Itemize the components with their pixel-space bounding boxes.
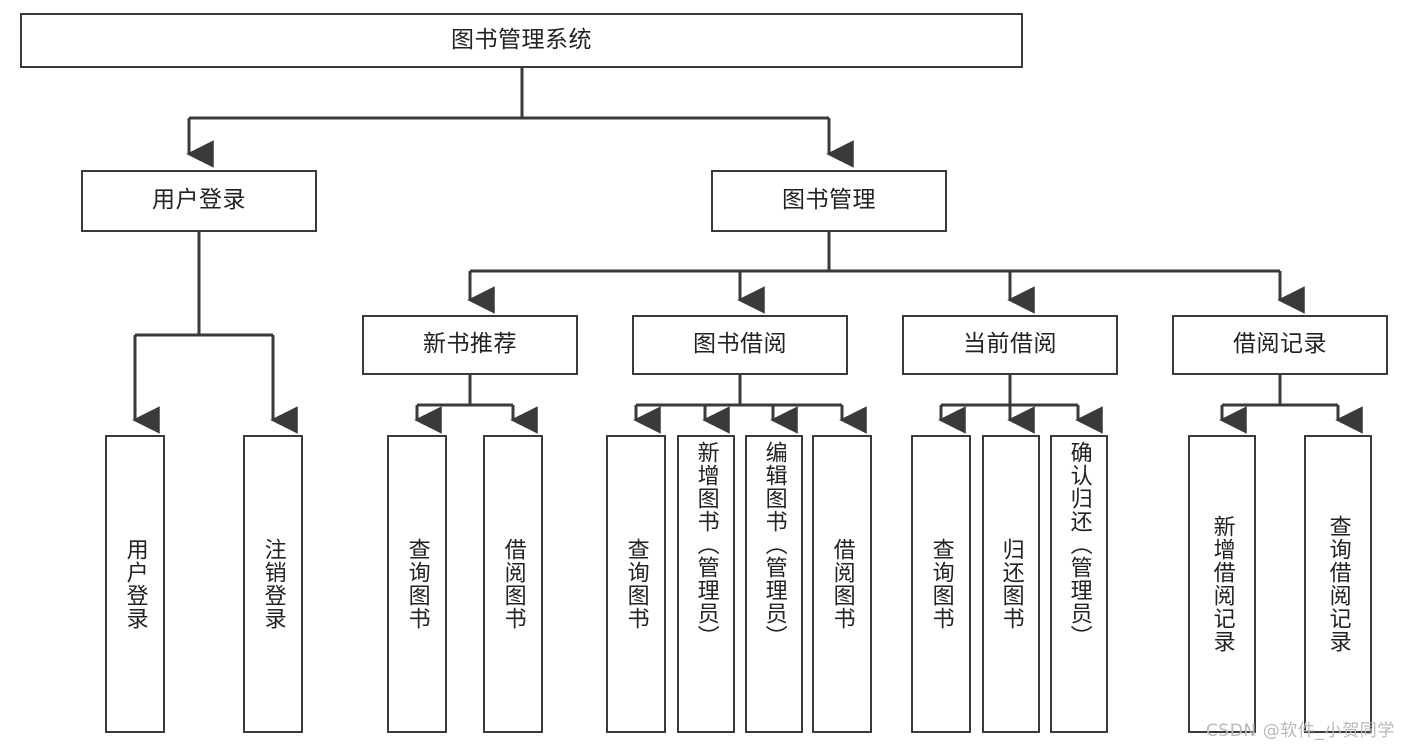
node-current-borrow[interactable]: 当前借阅: [902, 315, 1118, 375]
leaf-edit-book-admin[interactable]: 编辑图书（管理员）: [745, 435, 803, 733]
leaf-add-borrow-record[interactable]: 新增借阅记录: [1188, 435, 1256, 733]
leaf-borrow-book[interactable]: 借阅图书: [812, 435, 872, 733]
node-label: 查询图书: [623, 538, 649, 630]
node-label: 确认归还（管理员）: [1066, 441, 1092, 648]
node-label: 用户登录: [152, 187, 246, 214]
leaf-return-book[interactable]: 归还图书: [982, 435, 1040, 733]
node-label: 查询借阅记录: [1325, 515, 1351, 653]
leaf-query-book-borrow[interactable]: 查询图书: [606, 435, 666, 733]
node-user-login[interactable]: 用户登录: [81, 170, 317, 232]
leaf-add-book-admin[interactable]: 新增图书（管理员）: [677, 435, 735, 733]
leaf-borrow-book-new[interactable]: 借阅图书: [483, 435, 543, 733]
node-book-borrow[interactable]: 图书借阅: [632, 315, 848, 375]
node-root-system[interactable]: 图书管理系统: [20, 13, 1023, 68]
node-label: 借阅图书: [500, 538, 526, 630]
node-label: 查询图书: [404, 538, 430, 630]
leaf-confirm-return-admin[interactable]: 确认归还（管理员）: [1050, 435, 1108, 733]
node-label: 注销登录: [260, 538, 286, 630]
leaf-logout[interactable]: 注销登录: [243, 435, 303, 733]
node-label: 新书推荐: [423, 331, 517, 358]
node-label: 新增图书（管理员）: [693, 441, 719, 648]
node-label: 用户登录: [122, 538, 148, 630]
node-label: 归还图书: [998, 538, 1024, 630]
leaf-query-book-current[interactable]: 查询图书: [911, 435, 971, 733]
node-label: 当前借阅: [963, 331, 1057, 358]
node-label: 图书管理系统: [451, 26, 592, 53]
node-borrow-record[interactable]: 借阅记录: [1172, 315, 1388, 375]
node-label: 新增借阅记录: [1209, 515, 1235, 653]
leaf-query-borrow-record[interactable]: 查询借阅记录: [1304, 435, 1372, 733]
node-new-book-recommend[interactable]: 新书推荐: [362, 315, 578, 375]
node-book-management[interactable]: 图书管理: [711, 170, 947, 232]
node-label: 借阅记录: [1233, 331, 1327, 358]
node-label: 查询图书: [928, 538, 954, 630]
node-label: 借阅图书: [829, 538, 855, 630]
leaf-query-book-new[interactable]: 查询图书: [387, 435, 447, 733]
node-label: 编辑图书（管理员）: [761, 441, 787, 648]
node-label: 图书借阅: [693, 331, 787, 358]
leaf-user-login[interactable]: 用户登录: [105, 435, 165, 733]
node-label: 图书管理: [782, 187, 876, 214]
